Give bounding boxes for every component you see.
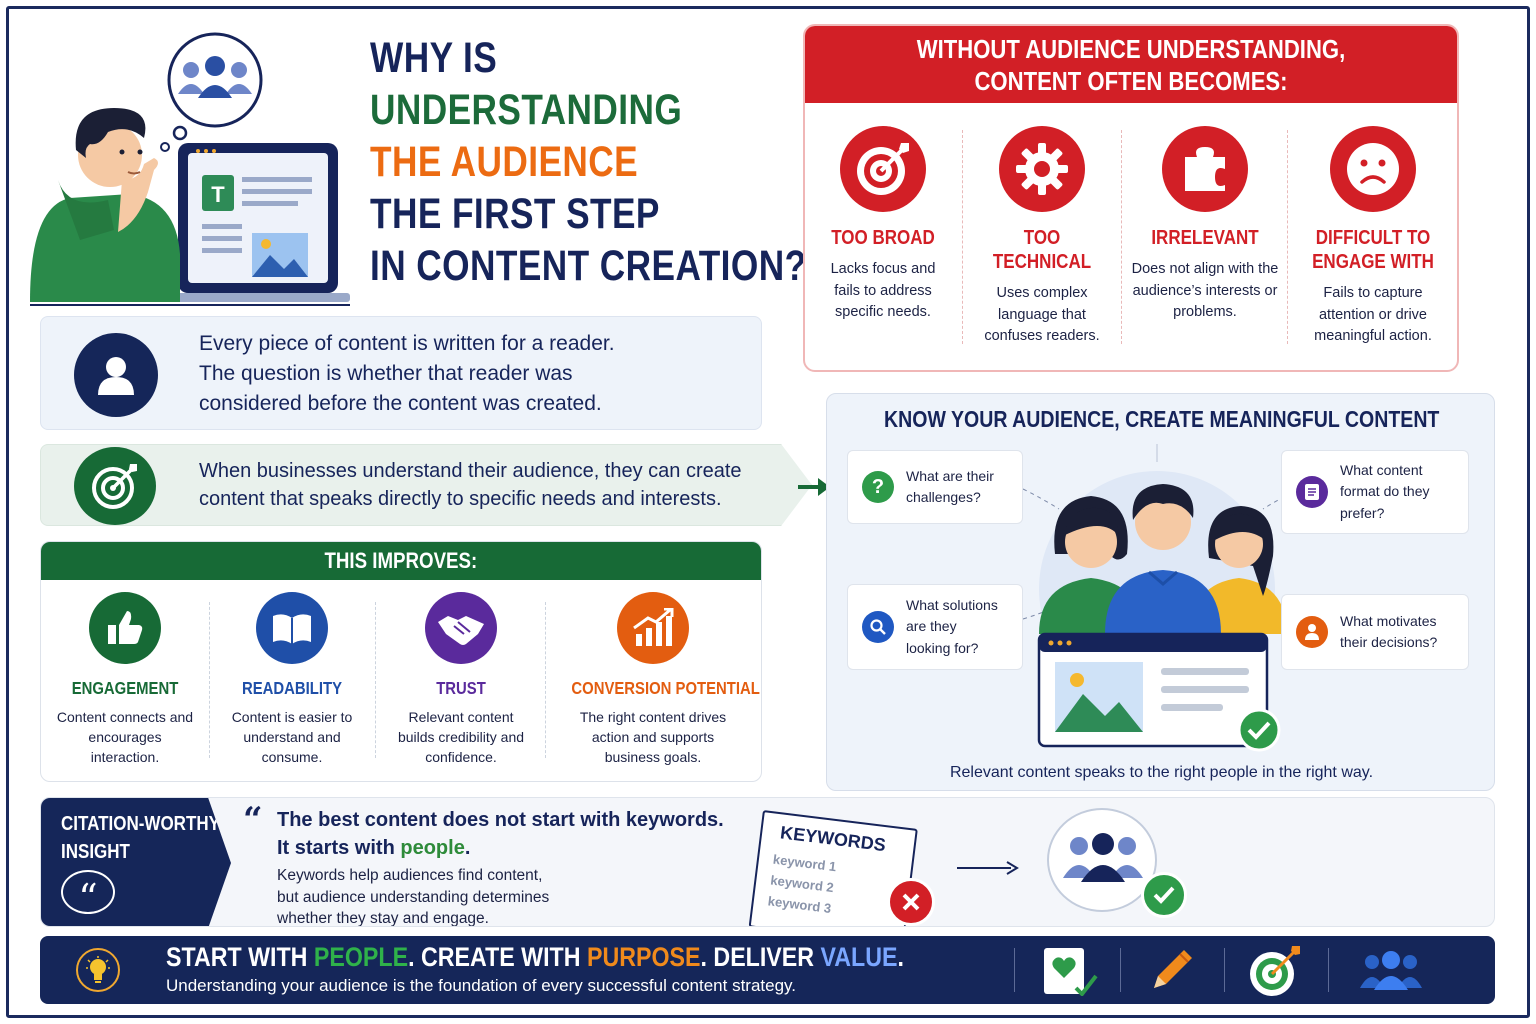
pencil-icon (1154, 950, 1192, 988)
divider (1121, 130, 1122, 344)
divider (545, 602, 546, 758)
know-your-audience-panel: KNOW YOUR AUDIENCE, CREATE MEANINGFUL CO… (826, 393, 1495, 791)
thumbs-up-icon (89, 592, 161, 664)
problem-irrelevant: IRRELEVANT Does not align with the audie… (1125, 126, 1285, 324)
insight-label-block: CITATION-WORTHY INSIGHT “ (41, 798, 231, 926)
handshake-icon (425, 592, 497, 664)
without-panel-header: WITHOUT AUDIENCE UNDERSTANDING, CONTENT … (805, 26, 1457, 103)
audience-group-icon (178, 56, 252, 98)
divider (375, 602, 376, 758)
problem-too-technical: TOO TECHNICAL Uses complex language that… (962, 126, 1122, 348)
person-icon (1296, 616, 1328, 648)
without-audience-panel: WITHOUT AUDIENCE UNDERSTANDING, CONTENT … (803, 24, 1459, 372)
divider (209, 602, 210, 758)
divider (1224, 948, 1225, 992)
gear-icon (999, 126, 1085, 212)
insight-panel: CITATION-WORTHY INSIGHT “ “ The best con… (40, 797, 1495, 927)
people-circle (1047, 808, 1157, 912)
know-caption: Relevant content speaks to the right peo… (949, 764, 1374, 781)
benefit-readability: READABILITY Content is easier to underst… (221, 592, 363, 767)
divider (1014, 948, 1015, 992)
title-line-3: THE AUDIENCE (370, 138, 639, 186)
cross-icon (887, 878, 935, 926)
insight-subtext: Keywords help audiences find content, bu… (277, 867, 550, 927)
divider (1328, 948, 1329, 992)
divider (1120, 948, 1121, 992)
open-quote-icon: “ (243, 800, 263, 840)
audience-group-icon (1360, 951, 1422, 990)
growth-chart-icon (617, 592, 689, 664)
footer-subtitle: Understanding your audience is the found… (166, 976, 797, 995)
svg-text:T: T (211, 182, 225, 207)
target-icon (1250, 946, 1300, 996)
divider (1287, 130, 1288, 344)
target-icon (840, 126, 926, 212)
checklist-heart-icon (1044, 948, 1098, 996)
check-icon (1141, 872, 1187, 918)
audience-group-icon (1063, 833, 1143, 882)
lightbulb-icon (76, 948, 120, 992)
user-icon (74, 333, 158, 417)
title-line-4: THE FIRST STEP (370, 190, 660, 238)
quote-icon: “ (61, 870, 115, 917)
benefit-engagement: ENGAGEMENT Content connects and encourag… (55, 592, 195, 767)
benefit-conversion: CONVERSION POTENTIAL The right content d… (557, 592, 760, 767)
page-title: WHY IS UNDERSTANDING THE AUDIENCE THE FI… (370, 32, 807, 292)
title-line-5: IN CONTENT CREATION? (370, 242, 807, 290)
question-icon: ? (862, 471, 894, 503)
improves-panel: THIS IMPROVES: ENGAGEMENT Content connec… (40, 541, 762, 782)
footer-banner: START WITH PEOPLE. CREATE WITH PURPOSE. … (40, 936, 1495, 1004)
improves-header: THIS IMPROVES: (41, 542, 761, 580)
title-line-1: WHY IS (370, 34, 498, 82)
hero-illustration: T (30, 32, 350, 306)
arrow-right-icon (798, 478, 830, 496)
benefit-trust: TRUST Relevant content builds credibilit… (391, 592, 531, 767)
footer-slogan: START WITH PEOPLE. CREATE WITH PURPOSE. … (166, 942, 904, 972)
problem-too-broad: TOO BROAD Lacks focus and fails to addre… (805, 126, 963, 324)
business-statement-box: When businesses understand their audienc… (40, 444, 812, 526)
divider (962, 130, 963, 344)
target-icon (74, 447, 156, 525)
insight-quote: The best content does not start with key… (277, 809, 724, 859)
arrow-right-icon (957, 861, 1019, 875)
problem-difficult-to-engage: DIFFICULT TO ENGAGE WITH Fails to captur… (1289, 126, 1457, 348)
search-icon (862, 611, 894, 643)
sad-face-icon (1330, 126, 1416, 212)
title-line-2: UNDERSTANDING (370, 86, 683, 134)
puzzle-icon (1162, 126, 1248, 212)
book-icon (256, 592, 328, 664)
reader-statement-box: Every piece of content is written for a … (40, 316, 762, 430)
know-panel-title: KNOW YOUR AUDIENCE, CREATE MEANINGFUL CO… (883, 406, 1440, 432)
document-icon (1296, 476, 1328, 508)
audience-illustration (1022, 444, 1300, 752)
